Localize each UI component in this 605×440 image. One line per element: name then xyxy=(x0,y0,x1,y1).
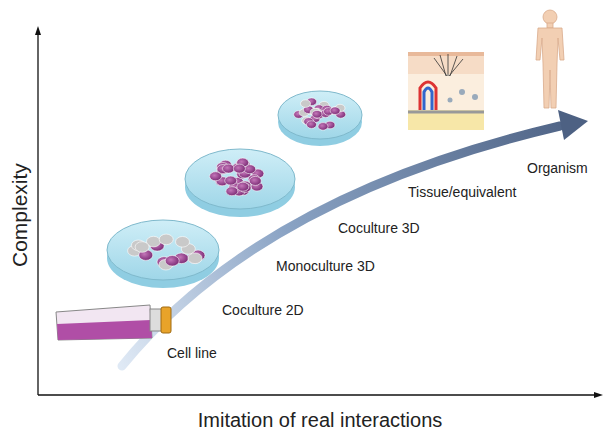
petri-dish-2d xyxy=(107,220,219,288)
culture-flask xyxy=(56,305,171,340)
cell xyxy=(301,100,311,108)
cell xyxy=(318,123,328,131)
cell xyxy=(237,182,249,191)
stage-label: Coculture 3D xyxy=(338,220,420,236)
petri-dish-3d-mono xyxy=(185,149,295,217)
cell xyxy=(312,110,322,118)
cell xyxy=(233,164,245,173)
cell xyxy=(249,176,261,185)
tissue-illustration xyxy=(408,52,484,130)
cell xyxy=(226,187,238,196)
cell xyxy=(330,107,340,115)
petri-dish-3d-co xyxy=(278,91,362,146)
axis-title: Imitation of real interactions xyxy=(198,409,443,432)
cell xyxy=(165,255,179,266)
axis-title: Complexity xyxy=(8,163,32,267)
stage-label: Organism xyxy=(527,160,588,176)
stage-label: Cell line xyxy=(167,345,217,361)
cell xyxy=(210,172,222,181)
stage-label: Monoculture 3D xyxy=(276,258,375,274)
axes xyxy=(35,26,603,398)
cell xyxy=(135,242,149,253)
cell xyxy=(176,237,190,248)
stage-label: Tissue/equivalent xyxy=(408,184,516,200)
cell xyxy=(159,234,173,245)
cell xyxy=(225,176,237,185)
cell xyxy=(188,253,202,264)
stage-label: Coculture 2D xyxy=(222,302,304,318)
cell xyxy=(307,121,317,129)
human-figure xyxy=(536,10,564,108)
cell xyxy=(223,164,235,173)
